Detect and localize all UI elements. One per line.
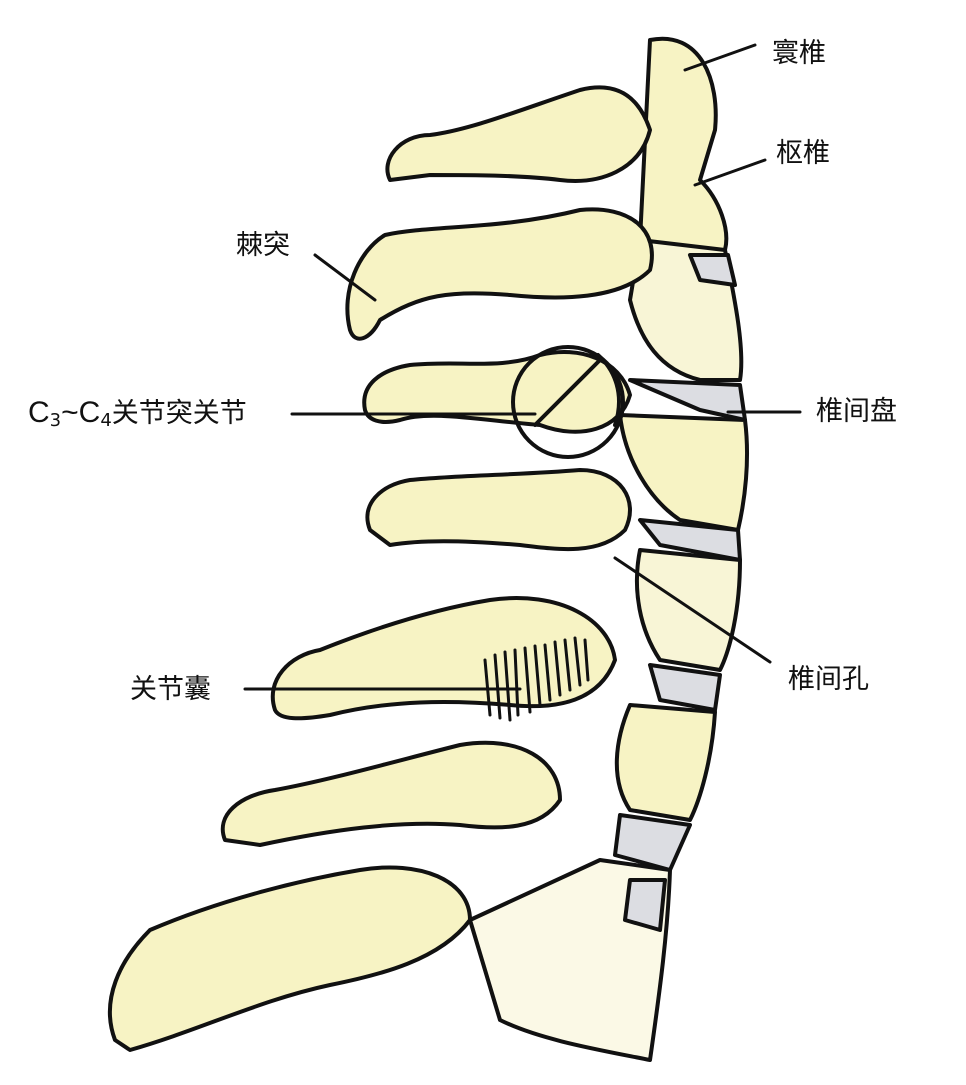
vertebral-bodies [468,36,750,1062]
label-intervertebral-disc: 椎间盘 [816,396,897,427]
c4-prefix: C [78,396,101,429]
c3-subscript: 3 [49,410,62,431]
label-c3-c4-facet-joint: C3~C4关节突关节 [28,398,247,430]
leader-lines [243,43,802,691]
label-joint-capsule: 关节囊 [130,674,211,705]
spinous-processes [107,85,654,1052]
tilde: ~ [61,396,79,429]
joint-capsule-hatching [483,636,590,722]
label-intervertebral-foramen: 椎间孔 [788,664,869,695]
label-atlas: 寰椎 [772,38,826,69]
facet-joint-highlight [511,345,625,459]
facet-joint-text: 关节突关节 [111,398,247,429]
label-axis: 枢椎 [776,138,830,169]
c3-prefix: C [28,396,50,429]
c4-subscript: 4 [100,410,112,431]
label-spinous-process: 棘突 [236,230,290,261]
